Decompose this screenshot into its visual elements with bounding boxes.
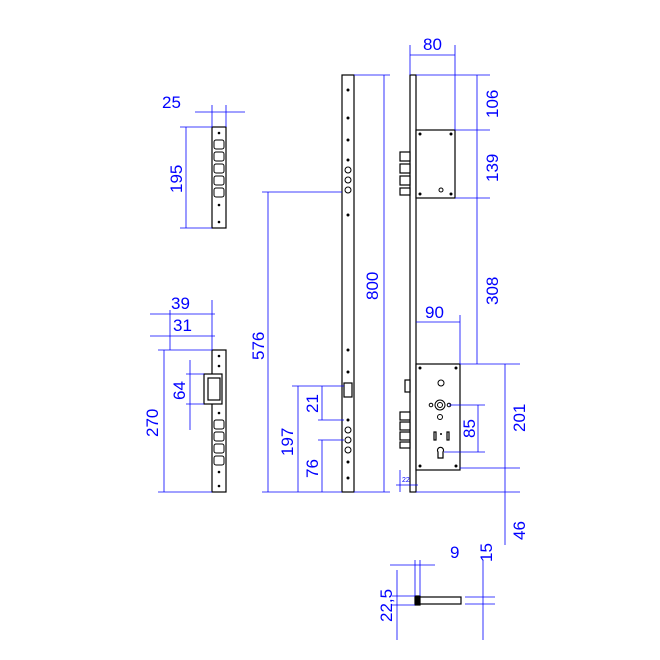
latch — [404, 379, 411, 393]
upper-lock-body — [415, 129, 456, 199]
dim-46: 46 — [510, 521, 529, 540]
dim-76: 76 — [303, 459, 322, 478]
dim-85: 85 — [460, 419, 479, 438]
dim-90: 90 — [425, 303, 444, 322]
pin — [414, 595, 462, 606]
dim-22: 22 — [402, 477, 410, 484]
faceplate-strip — [409, 74, 417, 493]
right-faceplate-assembly — [399, 74, 461, 493]
dim-308: 308 — [483, 277, 502, 305]
middle-strike-strip — [341, 74, 355, 493]
dim-64: 64 — [170, 381, 189, 400]
dim-201: 201 — [510, 404, 529, 432]
lower-hooks — [399, 411, 411, 449]
main-keeper — [203, 349, 227, 493]
dim-197: 197 — [278, 428, 297, 456]
dimension-labels: 80 106 139 308 90 201 85 46 22 800 576 1… — [143, 35, 529, 622]
dim-80: 80 — [423, 35, 442, 54]
dim-15: 15 — [477, 543, 496, 562]
upper-keeper — [211, 126, 227, 229]
dim-25: 25 — [162, 93, 181, 112]
dim-22-5: 22,5 — [377, 589, 396, 622]
dim-21: 21 — [303, 394, 322, 413]
dim-31: 31 — [173, 316, 192, 335]
dim-800: 800 — [363, 272, 382, 300]
dim-9: 9 — [450, 543, 459, 562]
dim-39: 39 — [171, 294, 190, 313]
dim-270: 270 — [143, 409, 162, 437]
dim-106: 106 — [483, 90, 502, 118]
dimension-lines — [150, 45, 520, 640]
dim-139: 139 — [483, 154, 502, 182]
dim-576: 576 — [249, 332, 268, 360]
cylinder-cutout — [436, 446, 445, 459]
dim-195: 195 — [167, 165, 186, 193]
upper-hooks — [399, 151, 411, 196]
